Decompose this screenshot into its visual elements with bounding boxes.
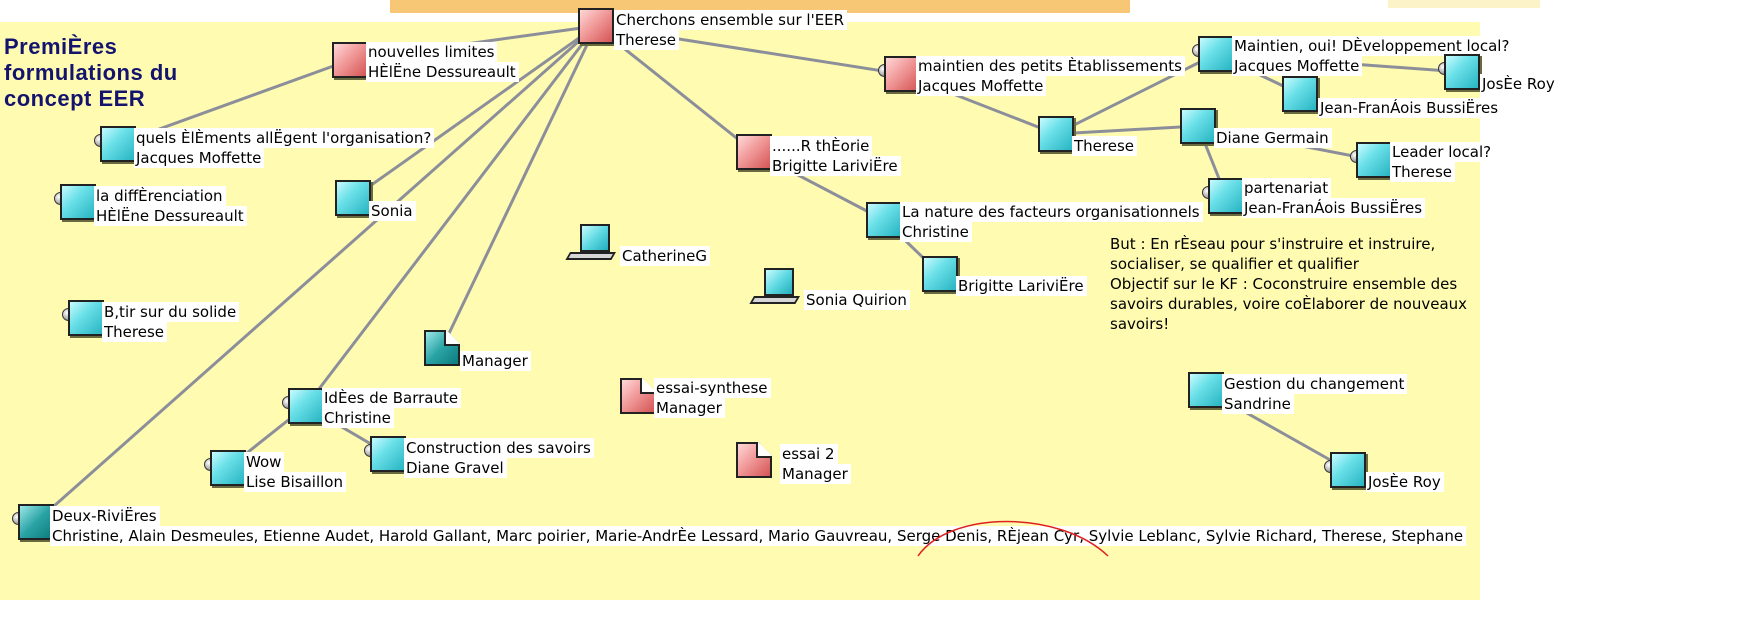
note-author: HÈlËne Dessureault — [366, 62, 519, 82]
view-title: Deux-RiviËres — [50, 506, 160, 526]
view-icon — [18, 504, 54, 540]
note-title: Jean-FranÁois BussiËres — [1318, 98, 1502, 118]
note-icon — [1356, 142, 1392, 178]
note-title: Sonia — [369, 201, 416, 221]
note-title: partenariat — [1242, 178, 1332, 198]
note-title: essai-synthese — [654, 378, 771, 398]
note-author: Jacques Moffette — [1232, 56, 1363, 76]
note-title: Cherchons ensemble sur l'EER — [614, 10, 848, 30]
title-line-2: formulations du — [4, 60, 178, 85]
note-author: Therese — [102, 322, 168, 342]
note-author: Diane Gravel — [404, 458, 507, 478]
note-icon — [100, 126, 136, 162]
note-title: Gestion du changement — [1222, 374, 1408, 394]
note-title: Construction des savoirs — [404, 438, 594, 458]
link-root-idees — [304, 25, 598, 407]
note-icon — [332, 42, 368, 78]
note-author: Christine — [900, 222, 972, 242]
note-title: nouvelles limites — [366, 42, 498, 62]
note-title: IdÈes de Barraute — [322, 388, 462, 408]
note-author: Therese — [614, 30, 680, 50]
top-right-panel — [1388, 0, 1540, 8]
note-title: quels ÈlÈments allËgent l'organisation? — [134, 128, 435, 148]
note-title: B‚tir sur du solide — [102, 302, 240, 322]
note-icon — [210, 450, 246, 486]
note-icon — [1038, 116, 1074, 152]
note-icon — [736, 442, 772, 478]
note-icon — [370, 436, 406, 472]
laptop-base — [565, 252, 616, 260]
note-title: ......R thÈorie — [770, 136, 873, 156]
note-icon — [1282, 76, 1318, 112]
title-line-3: concept EER — [4, 86, 146, 111]
link-root-manager — [440, 25, 598, 349]
note-title: Wow — [244, 452, 285, 472]
note-author: Manager — [654, 398, 725, 418]
user-name: CatherineG — [620, 246, 710, 266]
note-title: Leader local? — [1390, 142, 1495, 162]
note-icon — [1180, 108, 1216, 144]
note-icon — [736, 134, 772, 170]
note-icon — [335, 180, 371, 216]
note-title: maintien des petits Ètablissements — [916, 56, 1185, 76]
note-title: JosÈe Roy — [1366, 472, 1444, 492]
goal-note-text: But : En rÈseau pour s'instruire et inst… — [1110, 234, 1467, 334]
note-author: Therese — [1390, 162, 1456, 182]
view-icon — [424, 330, 460, 366]
note-author: Brigitte LariviËre — [770, 156, 901, 176]
note-icon — [60, 184, 96, 220]
goal-line-1: But : En rÈseau pour s'instruire et inst… — [1110, 235, 1436, 253]
note-icon — [866, 202, 902, 238]
note-title: La nature des facteurs organisationnels — [900, 202, 1203, 222]
laptop-icon — [580, 224, 610, 252]
note-title: Therese — [1072, 136, 1138, 156]
title-line-1: PremiÈres — [4, 34, 118, 59]
note-icon — [884, 56, 920, 92]
link-root-deux — [35, 24, 597, 524]
goal-line-5: savoirs! — [1110, 315, 1170, 333]
goal-line-4: savoirs durables, voire coÈlaborer de no… — [1110, 295, 1468, 313]
note-title: la diffÈrenciation — [94, 186, 226, 206]
top-banner — [390, 0, 1130, 13]
note-author: Jacques Moffette — [134, 148, 265, 168]
laptop-icon — [764, 268, 794, 296]
goal-line-3: Objectif sur le KF : Coconstruire ensemb… — [1110, 275, 1458, 293]
note-icon — [1198, 36, 1234, 72]
note-icon — [922, 256, 958, 292]
note-icon — [1444, 54, 1480, 90]
note-title: essai 2 — [780, 444, 838, 464]
map-background — [0, 22, 1480, 600]
note-author: Lise Bisaillon — [244, 472, 346, 492]
view-title: Manager — [460, 351, 531, 371]
note-author: Jacques Moffette — [916, 76, 1047, 96]
note-author: Christine — [322, 408, 394, 428]
note-title: Maintien, oui! DÈveloppement local? — [1232, 36, 1513, 56]
user-name: Sonia Quirion — [804, 290, 910, 310]
note-icon — [1188, 372, 1224, 408]
note-author: Sandrine — [1222, 394, 1294, 414]
note-icon — [578, 8, 614, 44]
note-title: Diane Germain — [1214, 128, 1332, 148]
view-authors: Christine, Alain Desmeules, Etienne Aude… — [50, 526, 1467, 546]
note-icon — [68, 300, 104, 336]
link-therese_mid-maintien_oui — [1055, 52, 1217, 136]
laptop-base — [749, 296, 800, 304]
note-author: HÈlËne Dessureault — [94, 206, 247, 226]
note-icon — [1330, 452, 1366, 488]
map-title: PremiÈres formulations du concept EER — [4, 34, 178, 112]
note-title: Brigitte LariviËre — [956, 276, 1087, 296]
note-icon — [1208, 178, 1244, 214]
link-root-sonia — [352, 24, 597, 200]
note-author: Jean-FranÁois BussiËres — [1242, 198, 1426, 218]
note-author: Manager — [780, 464, 851, 484]
note-icon — [288, 388, 324, 424]
link-therese_mid-diane — [1055, 124, 1199, 136]
note-title: JosÈe Roy — [1480, 74, 1558, 94]
goal-line-2: socialiser, se qualifier et qualifier — [1110, 255, 1359, 273]
